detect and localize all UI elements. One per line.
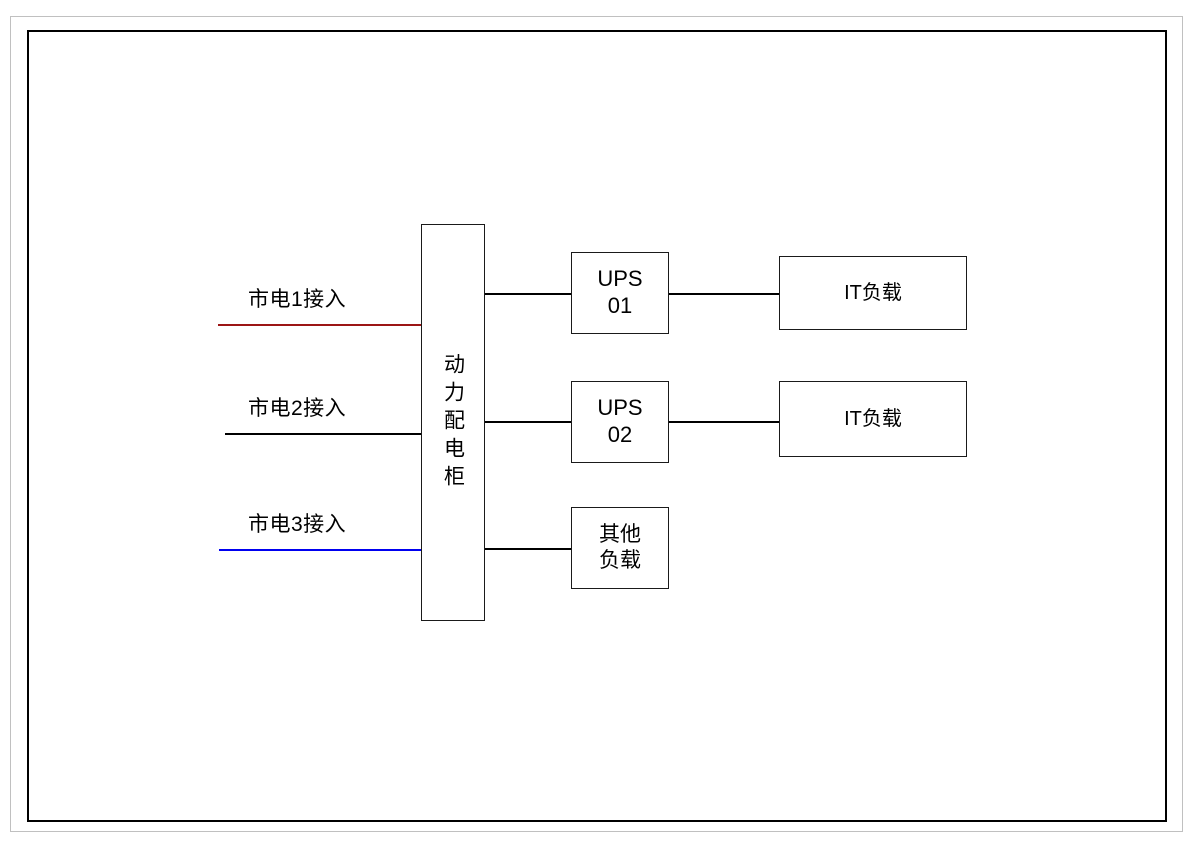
connector-cabinet-to-ups02 bbox=[484, 421, 572, 423]
connector-ups02-to-it-load-2 bbox=[669, 421, 780, 423]
connector-cabinet-to-ups01 bbox=[484, 293, 572, 295]
feeder-2-line bbox=[225, 433, 424, 435]
connector-cabinet-to-other-load bbox=[484, 548, 572, 550]
feeder-3-line bbox=[219, 549, 424, 551]
feeder-1-line bbox=[218, 324, 424, 326]
feeder-2-label: 市电2接入 bbox=[248, 397, 347, 420]
it-load-1-box[interactable]: IT负载 bbox=[779, 256, 967, 330]
connector-ups01-to-it-load-1 bbox=[669, 293, 780, 295]
feeder-1-label: 市电1接入 bbox=[248, 288, 347, 311]
ups-01-box[interactable]: UPS 01 bbox=[571, 252, 669, 334]
it-load-2-box[interactable]: IT负载 bbox=[779, 381, 967, 457]
other-load-box[interactable]: 其他 负载 bbox=[571, 507, 669, 589]
feeder-3-label: 市电3接入 bbox=[248, 513, 347, 536]
power-distribution-cabinet-box[interactable]: 动力配电柜 bbox=[421, 224, 485, 621]
ups-02-box[interactable]: UPS 02 bbox=[571, 381, 669, 463]
power-distribution-cabinet-label: 动力配电柜 bbox=[441, 352, 465, 493]
